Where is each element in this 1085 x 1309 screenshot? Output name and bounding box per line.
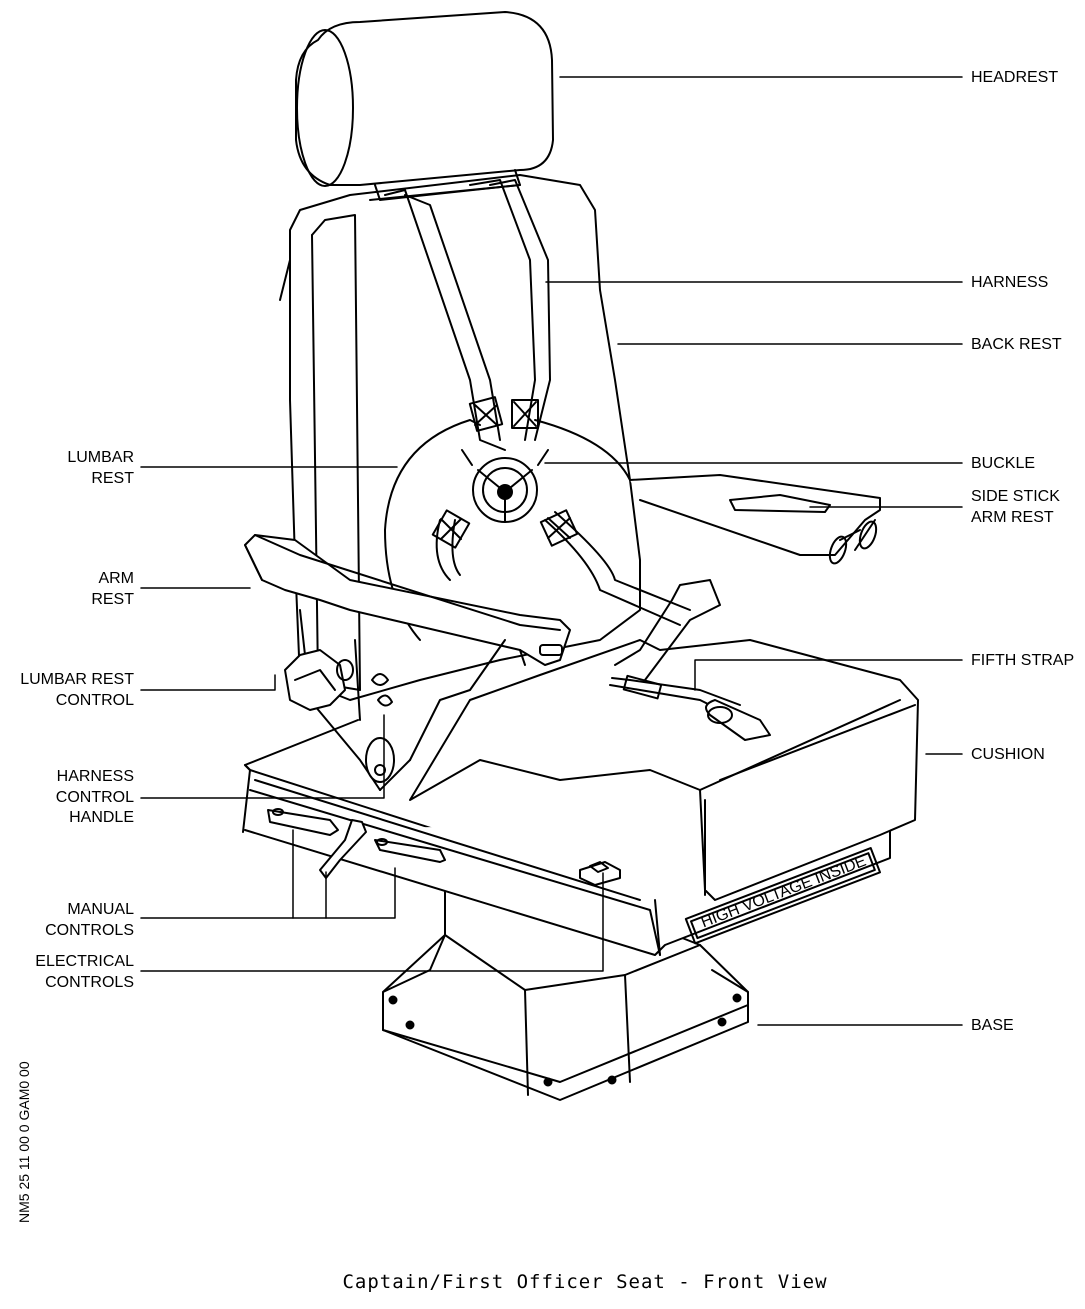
side-stick-arm-rest (629, 474, 881, 565)
figure-caption: Captain/First Officer Seat - Front View (342, 1271, 828, 1293)
cushion (409, 639, 919, 901)
hv-placard-frame (684, 847, 882, 945)
label-buckle: BUCKLE (971, 455, 1036, 472)
label-base: BASE (971, 1017, 1014, 1034)
leader-lines-left (140, 466, 604, 972)
leader-lines-right (544, 76, 963, 1026)
label-side-stick-arm-rest: SIDE STICK ARM REST (971, 488, 1060, 526)
label-headrest: HEADREST (971, 69, 1059, 86)
back-rest (279, 174, 641, 701)
label-lumbar-rest: LUMBAR REST (67, 449, 134, 487)
label-manual-controls: MANUAL CONTROLS (45, 901, 134, 939)
label-harness: HARNESS (971, 274, 1049, 291)
label-electrical-controls: ELECTRICAL CONTROLS (35, 953, 134, 991)
label-lumbar-rest-control: LUMBAR REST CONTROL (20, 671, 134, 709)
buckle (461, 449, 549, 523)
manual-controls (267, 808, 446, 879)
label-fifth-strap: FIFTH STRAP (971, 652, 1075, 669)
fifth-strap (609, 579, 771, 741)
headrest (295, 11, 554, 201)
label-harness-control-handle: HARNESS CONTROL HANDLE (55, 768, 134, 826)
electrical-controls (579, 861, 621, 886)
document-reference: NM5 25 11 00 0 GAM0 00 (16, 1061, 32, 1223)
label-cushion: CUSHION (971, 746, 1045, 763)
label-arm-rest: ARM REST (91, 570, 134, 608)
side-controls (284, 609, 506, 791)
label-back-rest: BACK REST (971, 336, 1062, 353)
harness (384, 179, 691, 626)
arm-rest (244, 534, 571, 666)
